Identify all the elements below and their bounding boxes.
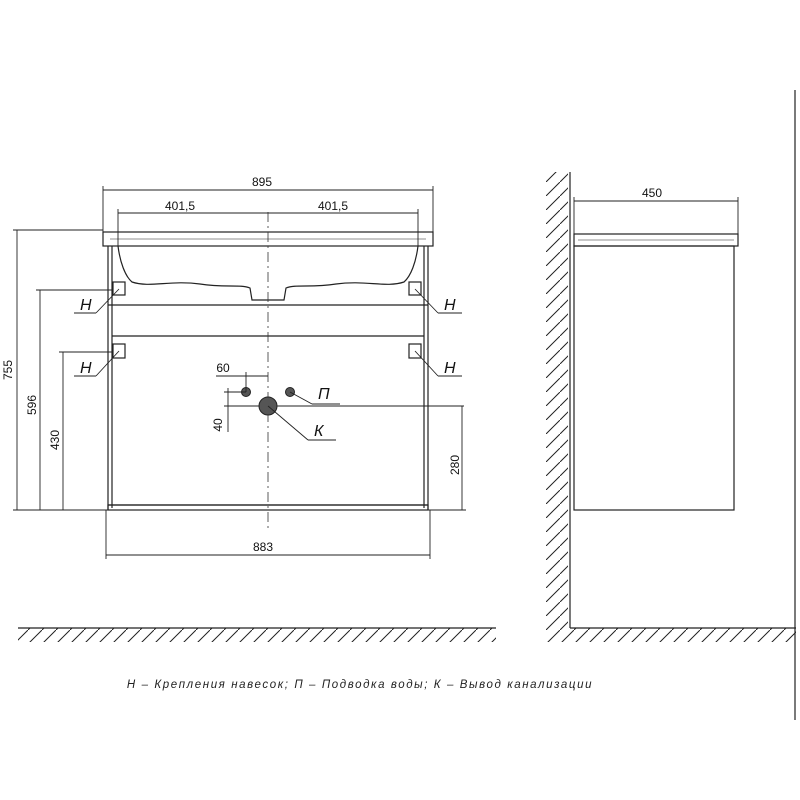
bottom-dimension bbox=[105, 510, 431, 559]
wall bbox=[546, 172, 568, 628]
drain-dimension bbox=[268, 405, 466, 511]
dim-offset-vertical: 40 bbox=[211, 418, 225, 432]
dim-total-height: 755 bbox=[1, 360, 15, 380]
dim-upper-mount-height: 596 bbox=[25, 395, 39, 415]
label-drain: К bbox=[314, 423, 325, 440]
dim-lower-mount-height: 430 bbox=[48, 430, 62, 450]
label-mount-ur: Н bbox=[444, 297, 456, 314]
basin-bowl-right bbox=[268, 245, 419, 301]
label-mount-lr: Н bbox=[444, 360, 456, 377]
label-mount-ul: Н bbox=[80, 297, 92, 314]
callout-leaders bbox=[74, 288, 462, 441]
dim-half-right: 401,5 bbox=[318, 199, 348, 213]
side-view: 450 bbox=[546, 172, 796, 642]
dim-drain-height: 280 bbox=[448, 455, 462, 475]
offset-dimensions bbox=[216, 372, 268, 432]
label-mount-ll: Н bbox=[80, 360, 92, 377]
left-dimensions bbox=[13, 229, 113, 511]
top-dimensions bbox=[102, 186, 434, 246]
basin-bowl-left bbox=[117, 245, 268, 301]
dim-depth: 450 bbox=[642, 186, 662, 200]
dim-offset-horizontal: 60 bbox=[216, 361, 230, 375]
floor-front bbox=[18, 627, 496, 642]
dim-body-width: 883 bbox=[253, 540, 273, 554]
dim-total-width: 895 bbox=[252, 175, 272, 189]
dim-half-left: 401,5 bbox=[165, 199, 195, 213]
floor-side bbox=[546, 628, 796, 642]
side-cabinet-body bbox=[573, 245, 735, 511]
label-water: П bbox=[318, 386, 330, 403]
legend-text: Н – Крепления навесок; П – Подводка воды… bbox=[126, 679, 594, 691]
